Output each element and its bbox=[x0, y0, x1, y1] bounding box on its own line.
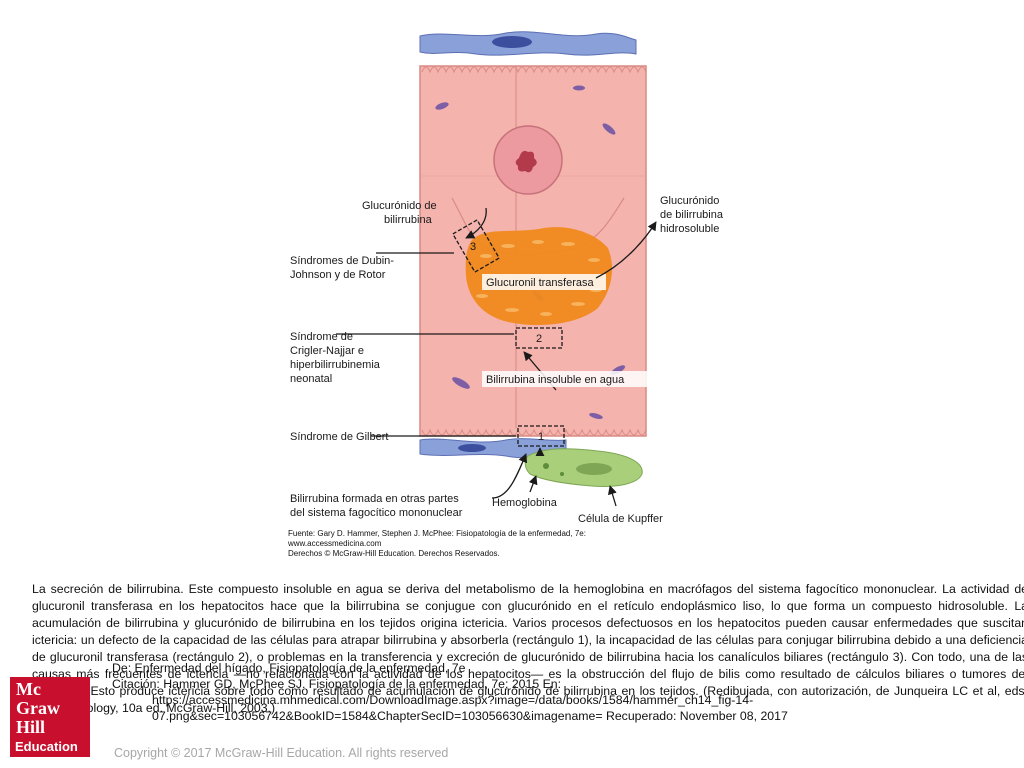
figure-source: Fuente: Gary D. Hammer, Stephen J. McPhe… bbox=[287, 529, 586, 558]
label-kupffer: Célula de Kupffer bbox=[578, 513, 663, 525]
label-formada: Bilirrubina formada en otras partes del … bbox=[290, 493, 463, 519]
dashed-box-2: 2 bbox=[515, 327, 563, 349]
svg-text:2: 2 bbox=[536, 333, 542, 345]
citation-url-2[interactable]: 07.png&sec=103056742&BookID=1584&Chapter… bbox=[152, 709, 788, 723]
nucleus bbox=[493, 125, 563, 195]
svg-text:hiperbilirrubinemia: hiperbilirrubinemia bbox=[290, 359, 381, 371]
kupffer-cell bbox=[524, 448, 643, 487]
top-endothelium bbox=[419, 31, 637, 56]
svg-text:del sistema fagocítico mononuc: del sistema fagocítico mononuclear bbox=[290, 507, 463, 519]
pointer-lines bbox=[336, 207, 657, 507]
citation-de: De: Enfermedad del hígado, Fisiopatologí… bbox=[112, 661, 466, 675]
svg-text:Síndromes de Dubin-: Síndromes de Dubin- bbox=[290, 255, 394, 267]
svg-text:Fuente: Gary D. Hammer, Stephe: Fuente: Gary D. Hammer, Stephen J. McPhe… bbox=[288, 529, 586, 538]
svg-text:Glucurónido: Glucurónido bbox=[660, 195, 719, 207]
label-crigler-najjar: Síndrome de Crigler-Najjar e hiperbilirr… bbox=[290, 331, 381, 385]
svg-text:de bilirrubina: de bilirrubina bbox=[660, 209, 724, 221]
svg-text:Bilirrubina formada en otras p: Bilirrubina formada en otras partes bbox=[290, 493, 459, 505]
svg-text:Crigler-Najjar e: Crigler-Najjar e bbox=[290, 345, 364, 357]
label-dubin-johnson: Síndromes de Dubin- Johnson y de Rotor bbox=[290, 255, 394, 281]
glucuronil-label: Glucuronil transferasa bbox=[486, 277, 594, 289]
bottom-endothelium bbox=[419, 438, 567, 459]
dashed-box-1: 1 bbox=[517, 425, 565, 447]
svg-text:hidrosoluble: hidrosoluble bbox=[660, 223, 719, 235]
label-hemoglobina: Hemoglobina bbox=[492, 497, 558, 509]
smooth-er-cluster: Glucuronil transferasa bbox=[465, 227, 613, 326]
citation-ref: Citación: Hammer GD, McPhee SJ. Fisiopat… bbox=[112, 677, 562, 691]
mcgraw-hill-logo: Mc Graw Hill Education bbox=[10, 677, 90, 757]
svg-text:Glucurónido de: Glucurónido de bbox=[362, 200, 437, 212]
dashed-box-3: 3 bbox=[451, 219, 501, 273]
svg-text:bilirrubina: bilirrubina bbox=[384, 214, 433, 226]
citation-block: De: Enfermedad del hígado, Fisiopatologí… bbox=[112, 660, 902, 724]
figure-caption: La secreción de bilirrubina. Este compue… bbox=[32, 582, 1024, 715]
svg-text:www.accessmedicina.com: www.accessmedicina.com bbox=[287, 539, 382, 548]
svg-text:Síndrome de: Síndrome de bbox=[290, 331, 353, 343]
svg-text:Johnson y de Rotor: Johnson y de Rotor bbox=[290, 269, 386, 281]
svg-text:3: 3 bbox=[470, 241, 476, 253]
label-glucuronido-bilirrubina: Glucurónido de bilirrubina bbox=[362, 200, 437, 226]
svg-text:Derechos © McGraw-Hill Educati: Derechos © McGraw-Hill Education. Derech… bbox=[288, 549, 500, 558]
bilirubin-secretion-figure: Glucuronil transferasa 3 2 1 Gl bbox=[276, 28, 732, 564]
svg-text:1: 1 bbox=[538, 431, 544, 443]
label-gilbert: Síndrome de Gilbert bbox=[290, 431, 388, 443]
label-glucuronido-hidrosoluble: Glucurónido de bilirrubina hidrosoluble bbox=[660, 195, 724, 235]
svg-text:neonatal: neonatal bbox=[290, 373, 332, 385]
label-insoluble: Bilirrubina insoluble en agua bbox=[486, 374, 625, 386]
copyright-notice: Copyright © 2017 McGraw-Hill Education. … bbox=[114, 746, 449, 760]
citation-url-1[interactable]: https://accessmedicina.mhmedical.com/Dow… bbox=[152, 693, 754, 707]
